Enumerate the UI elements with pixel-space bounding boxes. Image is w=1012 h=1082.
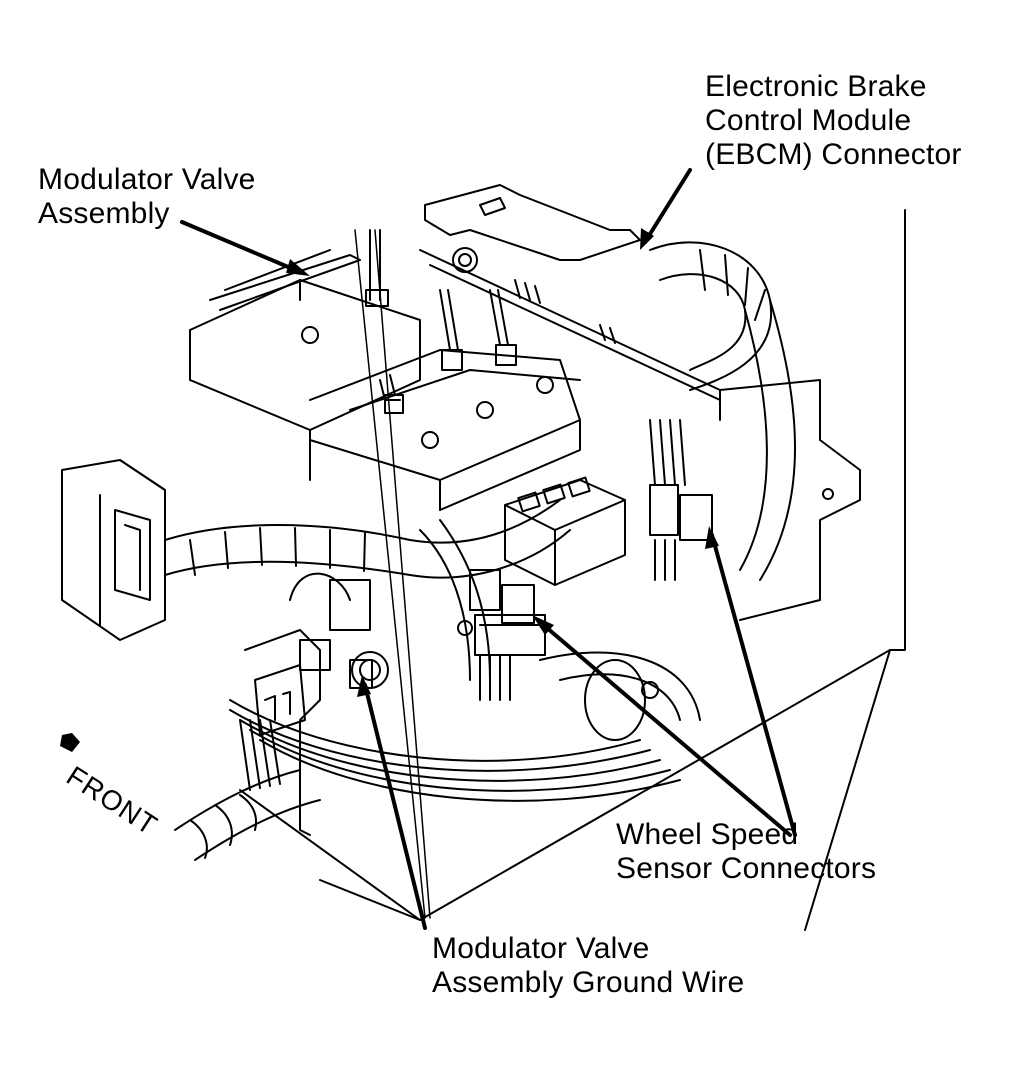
mounting-panel xyxy=(239,209,906,931)
right-connectors xyxy=(649,419,713,581)
arrowhead-wss-right xyxy=(705,526,719,549)
callout-line: Assembly xyxy=(38,197,170,230)
ebcm-harness xyxy=(649,241,796,581)
lower-wiring xyxy=(229,651,701,802)
callout-line: Electronic Brake xyxy=(705,70,927,103)
arrowhead-ground-wire xyxy=(357,675,371,697)
arrow-front-icon xyxy=(60,733,80,752)
abs-plate xyxy=(504,476,626,586)
arrow-heads xyxy=(286,228,719,697)
arrow-ebcm-connector xyxy=(643,168,692,244)
callout-line: Sensor Connectors xyxy=(616,852,877,885)
arrow-ground-wire xyxy=(363,683,427,930)
arrow-wss-center xyxy=(538,620,792,837)
callout-line: (EBCM) Connector xyxy=(705,138,962,171)
main-harness xyxy=(164,499,571,681)
arrowhead-ebcm-connector xyxy=(640,228,654,250)
leader-arrows xyxy=(180,168,797,930)
callout-ebcm-connector: Electronic Brake Control Module (EBCM) C… xyxy=(705,70,962,172)
callout-line: Modulator Valve xyxy=(432,932,650,965)
callout-line: Modulator Valve xyxy=(38,163,256,196)
arrow-modulator-valve xyxy=(180,220,302,274)
side-bracket xyxy=(61,459,166,641)
front-harness xyxy=(174,719,321,861)
callout-modulator-valve-ground-wire: Modulator Valve Assembly Ground Wire xyxy=(432,932,744,1000)
callout-line: Control Module xyxy=(705,104,912,137)
callout-line: Wheel Speed xyxy=(616,818,799,851)
center-connectors xyxy=(457,569,546,701)
modulator-valve-block xyxy=(189,249,581,511)
ground-bracket xyxy=(244,572,389,836)
callout-line: Assembly Ground Wire xyxy=(432,966,745,999)
brake-lines xyxy=(365,229,517,414)
ebcm-module xyxy=(419,184,861,621)
arrowhead-modulator-valve xyxy=(286,259,310,276)
arrow-wss-right xyxy=(710,533,797,837)
callout-modulator-valve-assembly: Modulator Valve Assembly xyxy=(38,163,256,231)
thin-leaders xyxy=(354,229,431,919)
callout-wheel-speed-sensor-connectors: Wheel Speed Sensor Connectors xyxy=(616,818,876,886)
arrowhead-wss-center xyxy=(532,615,554,635)
